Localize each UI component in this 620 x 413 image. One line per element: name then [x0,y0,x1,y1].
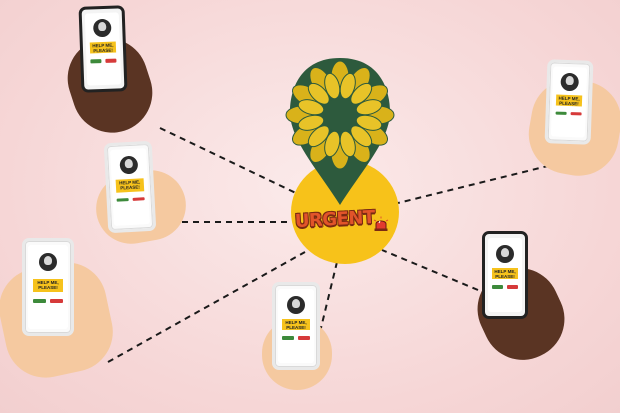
link-top-left [159,127,301,196]
decline-button[interactable] [297,336,310,341]
link-bottom-left [107,251,306,363]
accept-button[interactable] [282,336,295,341]
link-top-right [397,162,561,204]
help-message: HELP ME, PLEASE! [282,318,310,331]
phone-bottom-left: HELP ME, PLEASE! [22,238,74,336]
avatar [39,252,57,271]
decline-button[interactable] [506,285,518,290]
urgent-label: URGENT [294,206,376,233]
phone-bottom-right: HELP ME, PLEASE! [482,231,528,319]
link-bottom-center [319,261,338,333]
accept-button[interactable] [32,298,47,303]
help-message: HELP ME, PLEASE! [492,267,518,280]
avatar [287,295,305,314]
decline-button[interactable] [49,298,64,303]
accept-button[interactable] [492,285,504,290]
help-message: HELP ME, PLEASE! [32,278,64,293]
avatar [496,244,514,263]
phone-bottom-center: HELP ME, PLEASE! [272,282,320,370]
siren-icon [373,216,389,231]
